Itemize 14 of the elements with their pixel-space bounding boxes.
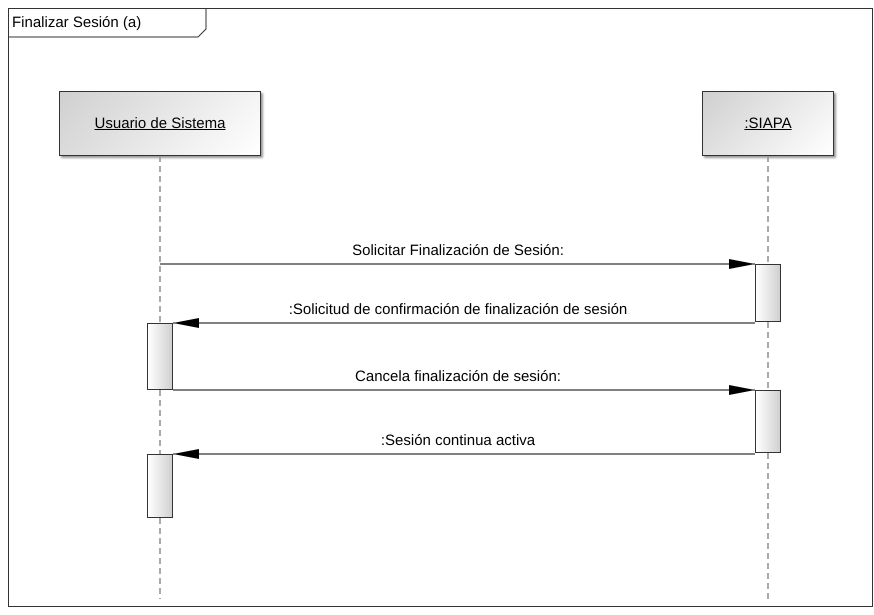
lifeline-head	[59, 91, 261, 156]
frame-title: Finalizar Sesión (a)	[12, 14, 142, 31]
activation-bar	[147, 454, 173, 518]
message-arrow	[172, 385, 756, 395]
message-arrow	[172, 449, 756, 459]
activation-bar	[755, 390, 781, 453]
activation-bar	[147, 323, 173, 390]
message-arrow	[172, 318, 756, 328]
lifeline-name: Usuario de Sistema	[94, 115, 226, 132]
message-arrow	[160, 259, 756, 269]
activation-bar	[755, 264, 781, 322]
lifeline-name: :SIAPA	[744, 115, 792, 132]
frame-box	[8, 8, 873, 607]
lifeline-head	[702, 91, 834, 156]
